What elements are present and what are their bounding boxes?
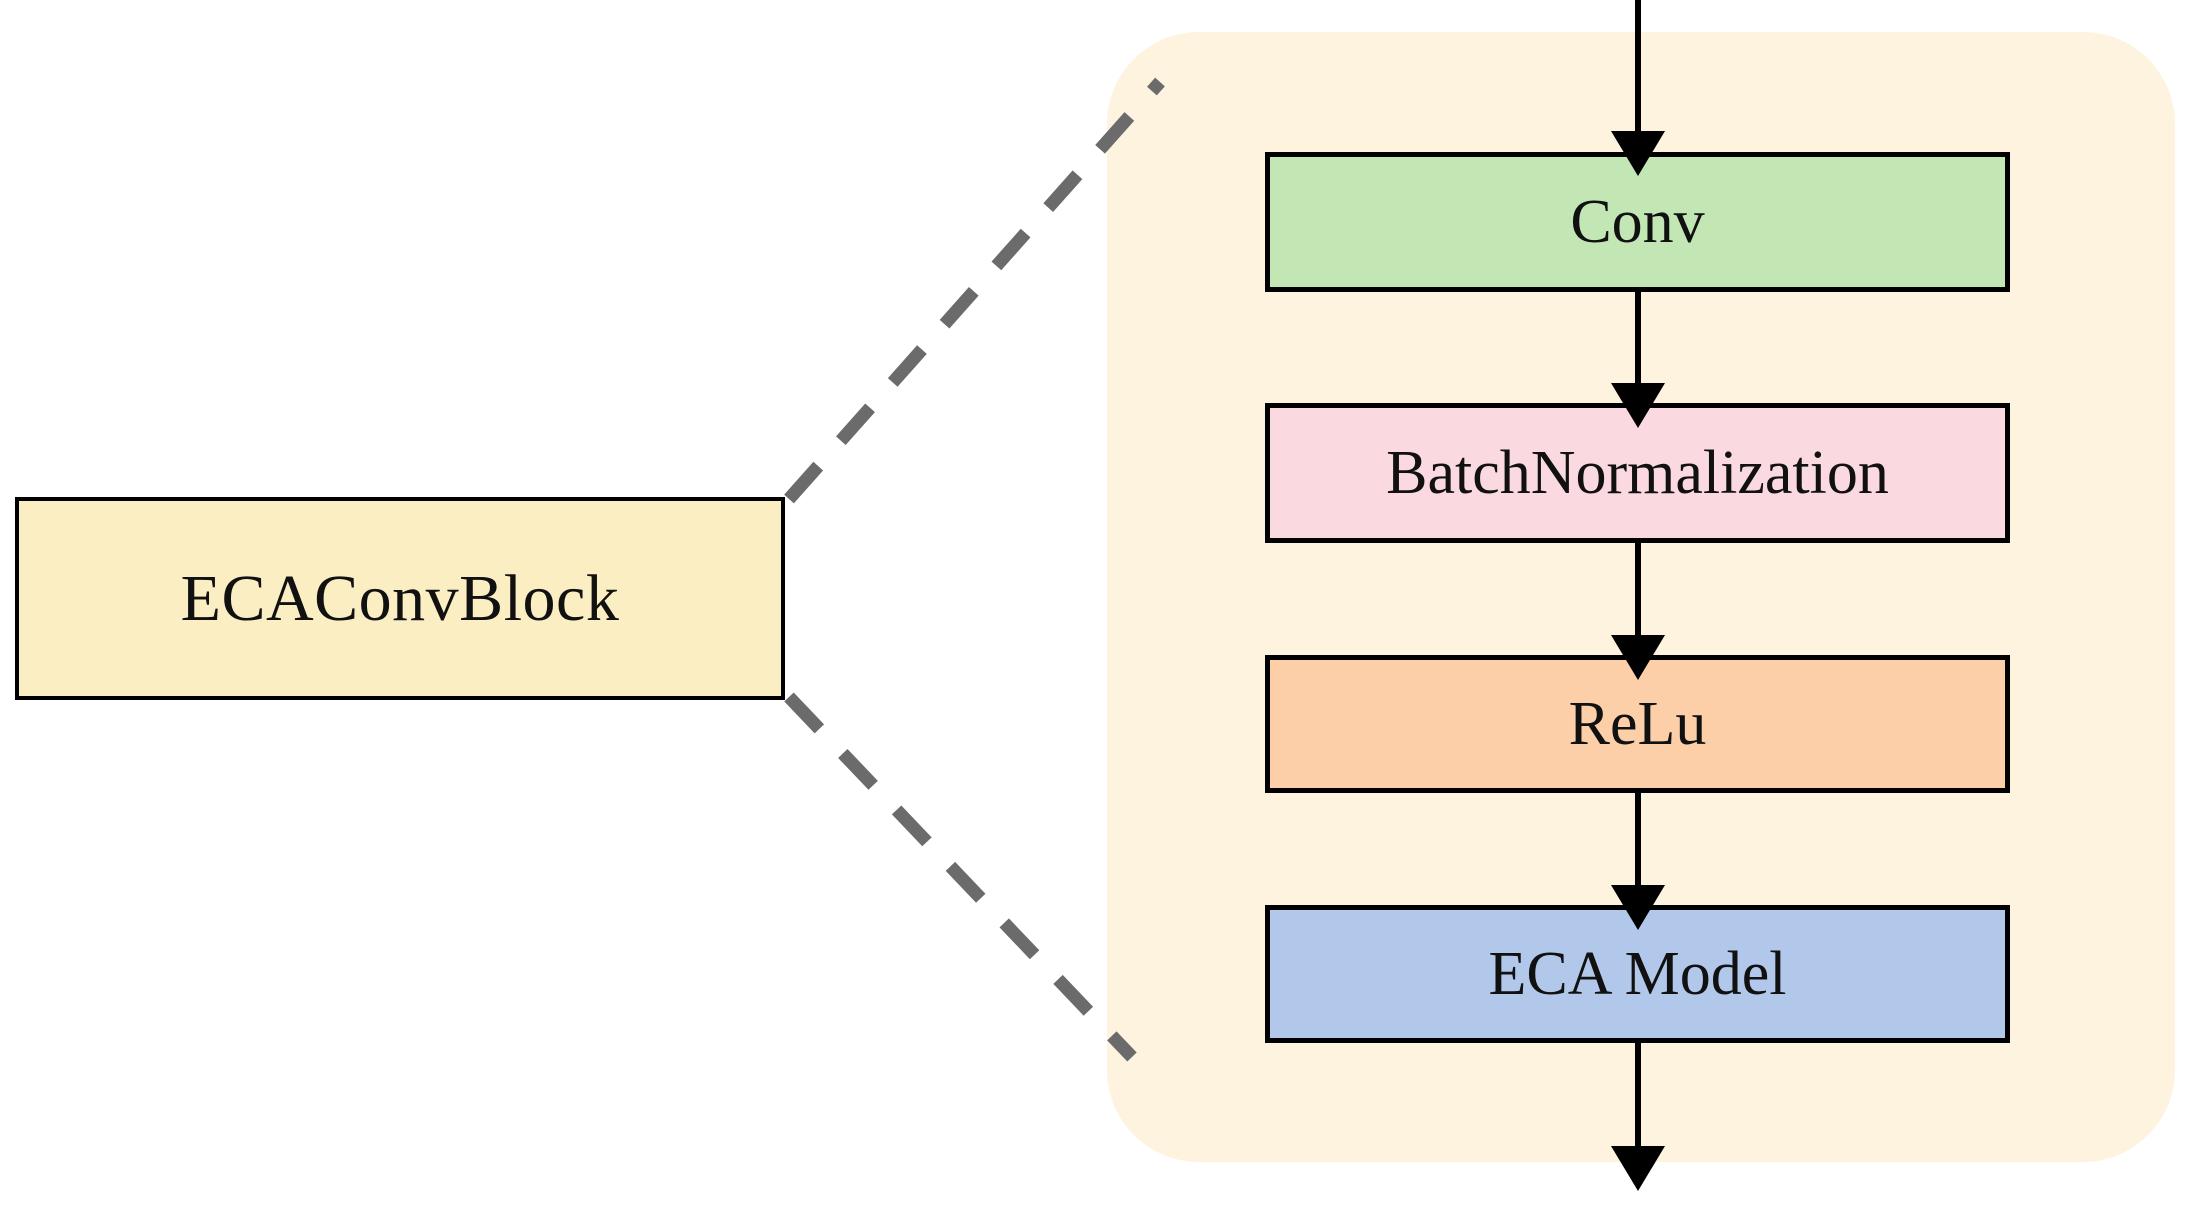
layer-box-eca-model: ECA Model bbox=[1265, 905, 2010, 1043]
layer-box-batchnormalization: BatchNormalization bbox=[1265, 403, 2010, 543]
eca-conv-block-label: ECAConvBlock bbox=[180, 561, 620, 635]
layer-label-relu: ReLu bbox=[1568, 690, 1707, 758]
layer-label-batchnormalization: BatchNormalization bbox=[1386, 439, 1889, 507]
layer-box-relu: ReLu bbox=[1265, 655, 2010, 793]
callout-line-top bbox=[784, 77, 1165, 504]
callout-line-bottom bbox=[784, 692, 1137, 1062]
eca-conv-block-summary: ECAConvBlock bbox=[15, 497, 785, 700]
layer-label-eca-model: ECA Model bbox=[1488, 940, 1787, 1008]
layer-box-conv: Conv bbox=[1265, 152, 2010, 292]
layer-label-conv: Conv bbox=[1570, 188, 1705, 256]
